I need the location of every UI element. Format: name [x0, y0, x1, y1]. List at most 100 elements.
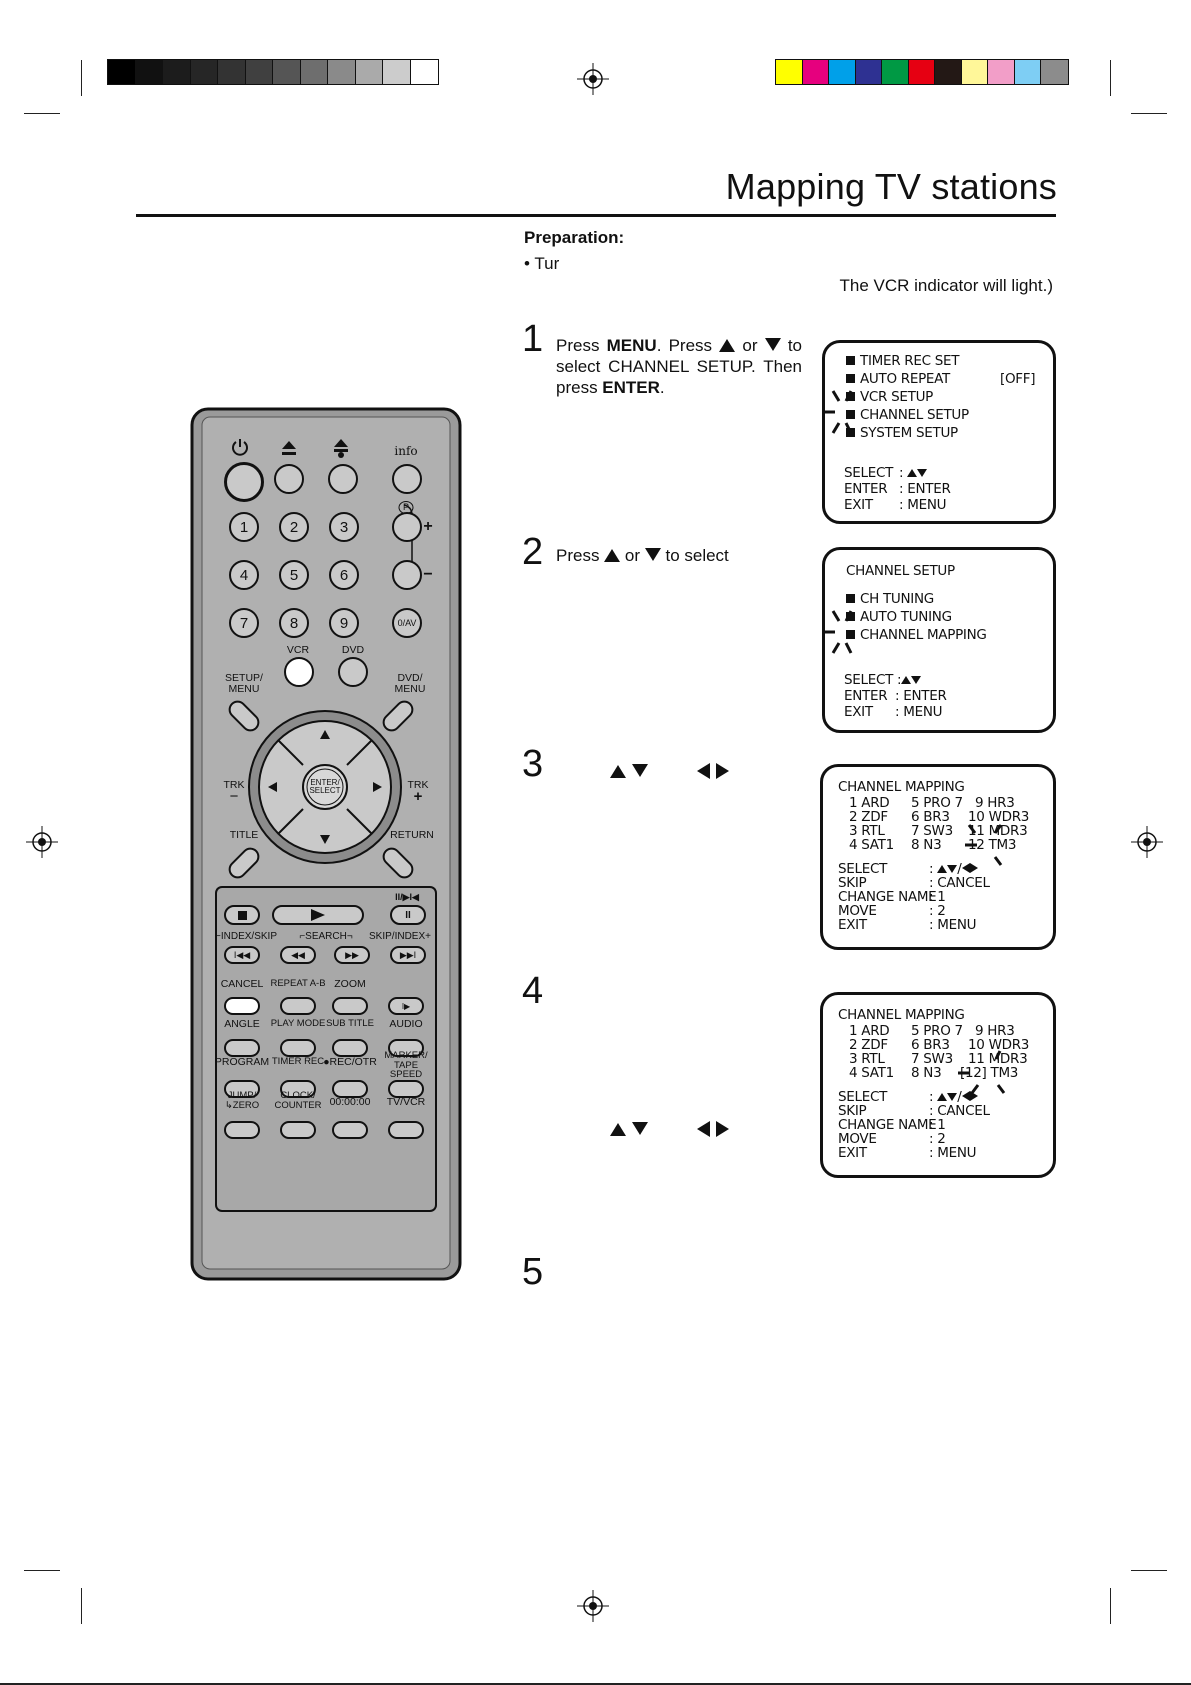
- play-button[interactable]: [272, 905, 364, 925]
- jump-zero-button[interactable]: [224, 1121, 260, 1139]
- vcr-eject-button[interactable]: [274, 464, 304, 494]
- subtitle-button[interactable]: [332, 1039, 368, 1057]
- registration-mark-icon: [577, 1590, 609, 1622]
- rec-otr-button[interactable]: [332, 1080, 368, 1098]
- rewind-button[interactable]: ◀◀: [280, 946, 316, 964]
- digit-five-button[interactable]: 5: [279, 560, 309, 590]
- menu-key-label: MENU: [606, 336, 657, 355]
- channel-entry: 7 SW3: [911, 823, 953, 839]
- up-arrow-icon: [610, 1123, 626, 1136]
- trk-right-label: TRK: [407, 779, 429, 791]
- channel-entry: 1 ARD: [849, 795, 890, 811]
- up-arrow-icon: [937, 865, 948, 873]
- exit-key: EXIT: [844, 704, 873, 720]
- cancel-button[interactable]: [224, 997, 260, 1015]
- dvd-button[interactable]: [338, 657, 368, 687]
- remote-label: MARKER/ TAPE SPEED: [384, 1050, 428, 1080]
- pause-button[interactable]: II: [390, 905, 426, 925]
- digit-zero-av-button[interactable]: 0/AV: [392, 608, 422, 638]
- nav-right-button[interactable]: [362, 762, 388, 812]
- skip-back-button[interactable]: I◀◀: [224, 946, 260, 964]
- preparation-note: The VCR indicator will light.): [839, 276, 1053, 295]
- down-arrow-icon: [764, 338, 781, 351]
- dvd-eject-button[interactable]: [328, 464, 358, 494]
- audio-button[interactable]: [388, 1039, 424, 1057]
- vcr-button[interactable]: [284, 657, 314, 687]
- stop-button[interactable]: [224, 905, 260, 925]
- program-button[interactable]: [224, 1080, 260, 1098]
- slow-play-icon: I▶: [401, 1001, 411, 1011]
- channel-entry: 10 WDR3: [968, 1037, 1030, 1053]
- channel-down-button[interactable]: [392, 560, 422, 590]
- digit-seven-button[interactable]: 7: [229, 608, 259, 638]
- enter-select-button[interactable]: [303, 765, 347, 809]
- digit-one-button[interactable]: 1: [229, 512, 259, 542]
- osd-title: CHANNEL SETUP: [846, 563, 955, 579]
- remote-label: ANGLE: [224, 1018, 260, 1030]
- zoom-button[interactable]: [332, 997, 368, 1015]
- fast-forward-button[interactable]: ▶▶: [334, 946, 370, 964]
- play-mode-button[interactable]: [280, 1039, 316, 1057]
- remote-label: JUMP/ ↳ZERO: [224, 1090, 260, 1111]
- crop-mark: [1131, 113, 1167, 114]
- gray-swatch: [327, 59, 356, 85]
- crop-mark: [1110, 1588, 1111, 1624]
- left-arrow-icon: [696, 763, 710, 779]
- dvd-label: DVD: [341, 644, 365, 656]
- digit-four-button[interactable]: 4: [229, 560, 259, 590]
- title-rule: [136, 214, 1056, 217]
- channel-entry: 3 RTL: [849, 1051, 885, 1067]
- tv-vcr-button[interactable]: [388, 1121, 424, 1139]
- info-button[interactable]: [392, 464, 422, 494]
- osd-value: : /: [929, 861, 978, 877]
- remote-label: AUDIO: [389, 1018, 423, 1030]
- digit-two-button[interactable]: 2: [279, 512, 309, 542]
- channel-entry: 8 N3: [911, 1065, 942, 1081]
- repeat-ab-button[interactable]: [280, 997, 316, 1015]
- digit-six-button[interactable]: 6: [329, 560, 359, 590]
- osd-value: : CANCEL: [929, 1103, 990, 1119]
- bullet-square-icon: [846, 630, 855, 639]
- marker-tape-speed-button[interactable]: [388, 1080, 424, 1098]
- gray-swatch: [134, 59, 164, 85]
- osd-title: CHANNEL MAPPING: [838, 1007, 965, 1023]
- angle-button[interactable]: [224, 1039, 260, 1057]
- index-skip-label: −INDEX/SKIP: [215, 931, 277, 942]
- step-text: to select CHANNEL SETUP. Then press: [556, 336, 803, 397]
- nav-up-button[interactable]: [300, 725, 350, 751]
- timer-rec-button[interactable]: [280, 1080, 316, 1098]
- channel-entry: 5 PRO 7: [911, 795, 963, 811]
- channel-up-button[interactable]: [392, 512, 422, 542]
- osd-value: : CANCEL: [929, 875, 990, 891]
- right-arrow-icon: [969, 1091, 978, 1101]
- pause-step-label: II/▶I◀: [395, 892, 419, 902]
- enter-select-label: ENTER/ SELECT: [309, 778, 341, 795]
- digit-three-button[interactable]: 3: [329, 512, 359, 542]
- remote-label: ZOOM: [334, 978, 366, 990]
- digit-eight-button[interactable]: 8: [279, 608, 309, 638]
- bullet-square-icon: [846, 374, 855, 383]
- eject-icon: [282, 441, 296, 455]
- power-button[interactable]: [224, 462, 264, 502]
- nav-down-button[interactable]: [300, 823, 350, 849]
- digit-nine-button[interactable]: 9: [329, 608, 359, 638]
- channel-entry: 12 TM3: [968, 837, 1017, 853]
- gray-swatch: [354, 59, 384, 85]
- osd-channel-setup: CHANNEL SETUP CH TUNING AUTO TUNING CHAN…: [822, 547, 1056, 733]
- down-arrow-icon: [917, 469, 928, 477]
- slow-button[interactable]: I▶: [388, 997, 424, 1015]
- remote-label: PROGRAM: [214, 1056, 270, 1068]
- right-arrow-icon: [715, 763, 729, 779]
- crop-mark: [24, 113, 60, 114]
- crop-mark: [1110, 60, 1111, 96]
- nav-left-button[interactable]: [262, 762, 288, 812]
- crop-mark: [24, 1570, 60, 1571]
- gray-swatch: [107, 59, 136, 85]
- registration-mark-icon: [1131, 826, 1163, 858]
- skip-forward-button[interactable]: ▶▶I: [390, 946, 426, 964]
- clock-counter-button[interactable]: [280, 1121, 316, 1139]
- remote-label: TV/VCR: [386, 1096, 426, 1108]
- time-display-button[interactable]: [332, 1121, 368, 1139]
- trk-left-label: TRK: [223, 779, 245, 791]
